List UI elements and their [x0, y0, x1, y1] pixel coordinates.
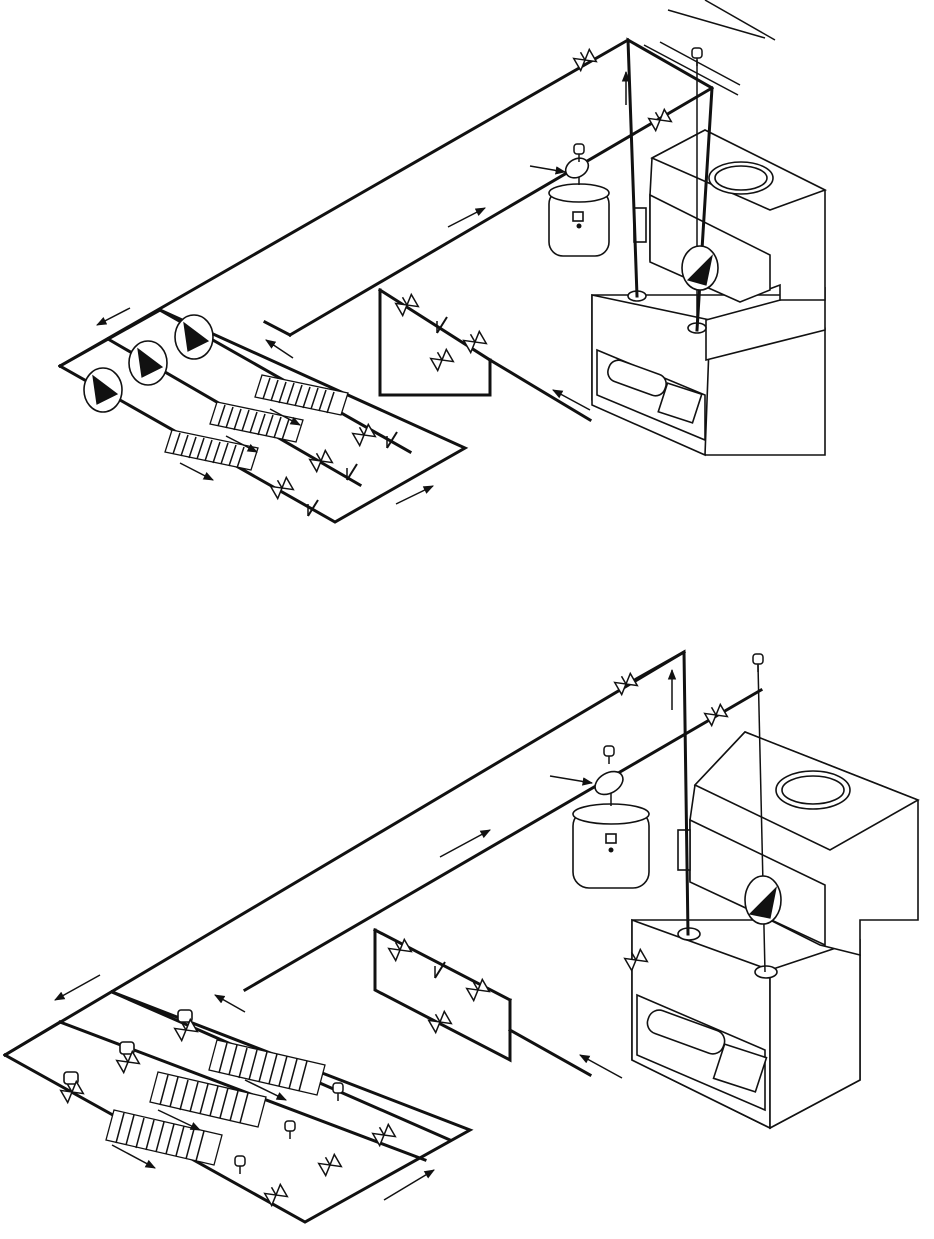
coil-lower-1 — [106, 1110, 222, 1165]
coil-upper-3 — [255, 375, 348, 415]
expansion-tank-upper — [530, 144, 609, 256]
coil-upper-2 — [210, 402, 303, 442]
expansion-tank-lower — [550, 746, 649, 888]
pump-upper-2 — [129, 341, 167, 385]
coil-upper-1 — [165, 430, 258, 470]
boiler-upper — [592, 130, 825, 455]
pump-upper-3 — [175, 315, 213, 359]
lower-diagram — [5, 652, 918, 1222]
upper-diagram — [60, 0, 825, 522]
coil-lower-3 — [209, 1040, 325, 1095]
pump-upper-1 — [84, 368, 122, 412]
boiler-lower — [632, 732, 918, 1128]
pump-lower-main — [745, 876, 781, 924]
control-valve-2 — [116, 1042, 140, 1073]
pump-upper-main — [682, 246, 718, 290]
coil-lower-2 — [150, 1072, 266, 1127]
